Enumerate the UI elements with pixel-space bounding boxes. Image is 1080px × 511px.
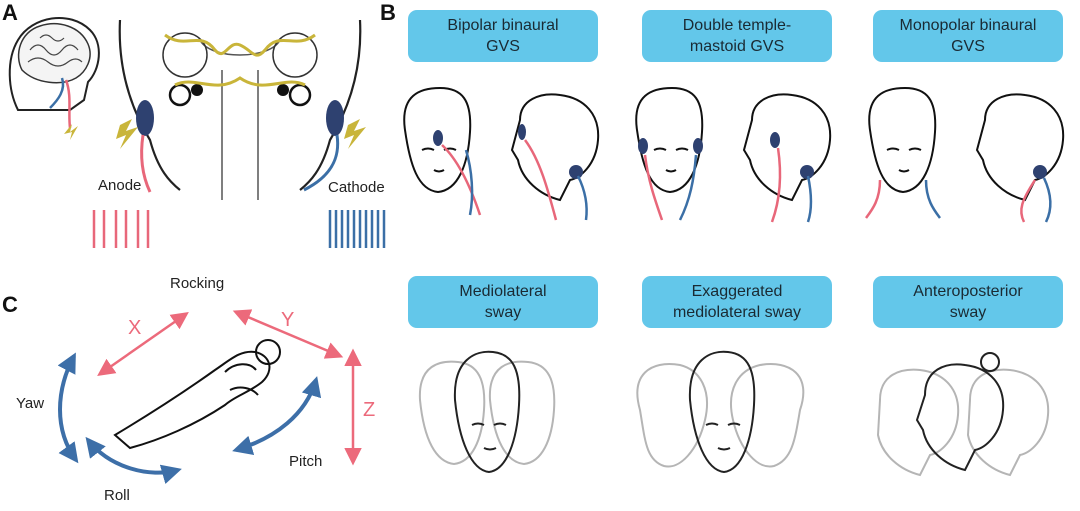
yaw-label: Yaw <box>16 395 44 412</box>
panel-label-a: A <box>2 0 18 25</box>
condition-box-line: Double temple- <box>682 17 792 34</box>
sway-box-line: Exaggerated <box>691 283 783 300</box>
condition-box-line: Monopolar binaural <box>899 17 1037 34</box>
head-icon-bipolar-front <box>403 86 482 216</box>
sway-box-line: Anteroposterior <box>913 283 1023 300</box>
sway-head-anteroposterior <box>876 352 1050 477</box>
sway-box-anteroposterior: Anteroposterior sway <box>873 276 1063 328</box>
condition-box-line: GVS <box>486 38 520 55</box>
body-icon <box>113 339 281 450</box>
cathode-pulse-train <box>328 210 386 248</box>
head-icon-temple-front <box>635 86 704 221</box>
brain-head-icon <box>8 16 100 140</box>
yaw-arrow <box>57 352 79 464</box>
anode-label: Anode <box>98 177 141 194</box>
sway-head-exaggerated <box>636 350 805 474</box>
head-icon-monopolar-side <box>975 93 1065 223</box>
head-icon-bipolar-side <box>510 93 600 221</box>
rocking-label: Rocking <box>170 275 224 292</box>
sway-box-line: sway <box>484 304 522 321</box>
sway-box-exaggerated: Exaggerated mediolateral sway <box>642 276 832 328</box>
sway-box-line: Mediolateral <box>459 283 547 300</box>
pitch-label: Pitch <box>289 453 322 470</box>
condition-box-monopolar: Monopolar binaural GVS <box>873 10 1063 62</box>
roll-label: Roll <box>104 487 130 504</box>
y-axis-arrow <box>232 309 344 359</box>
anode-pulse-train <box>92 210 150 248</box>
roll-arrow <box>85 436 182 485</box>
lightning-icon <box>64 124 78 140</box>
panel-label-c: C <box>2 292 18 317</box>
condition-box-bipolar: Bipolar binaural GVS <box>408 10 598 62</box>
sway-head-mediolateral <box>418 350 556 474</box>
condition-box-line: GVS <box>951 38 985 55</box>
condition-box-line: mastoid GVS <box>689 38 785 55</box>
head-icon-temple-side <box>742 93 832 223</box>
head-icon-monopolar-front <box>865 86 941 219</box>
sway-box-line: sway <box>949 304 987 321</box>
sway-box-mediolateral: Mediolateral sway <box>408 276 598 328</box>
lightning-icon <box>344 119 366 149</box>
x-axis-label: X <box>128 317 141 339</box>
cathode-label: Cathode <box>328 179 385 196</box>
condition-box-temple-mastoid: Double temple- mastoid GVS <box>642 10 832 62</box>
vestibular-anatomy-illustration <box>116 19 366 200</box>
x-axis-arrow <box>97 311 189 377</box>
panel-label-b: B <box>380 0 396 25</box>
condition-box-line: Bipolar binaural <box>447 17 559 34</box>
pitch-arrow <box>232 376 322 455</box>
y-axis-label: Y <box>281 309 294 331</box>
sway-box-line: mediolateral sway <box>672 304 802 321</box>
lightning-icon <box>116 119 138 149</box>
z-axis-label: Z <box>363 399 375 421</box>
